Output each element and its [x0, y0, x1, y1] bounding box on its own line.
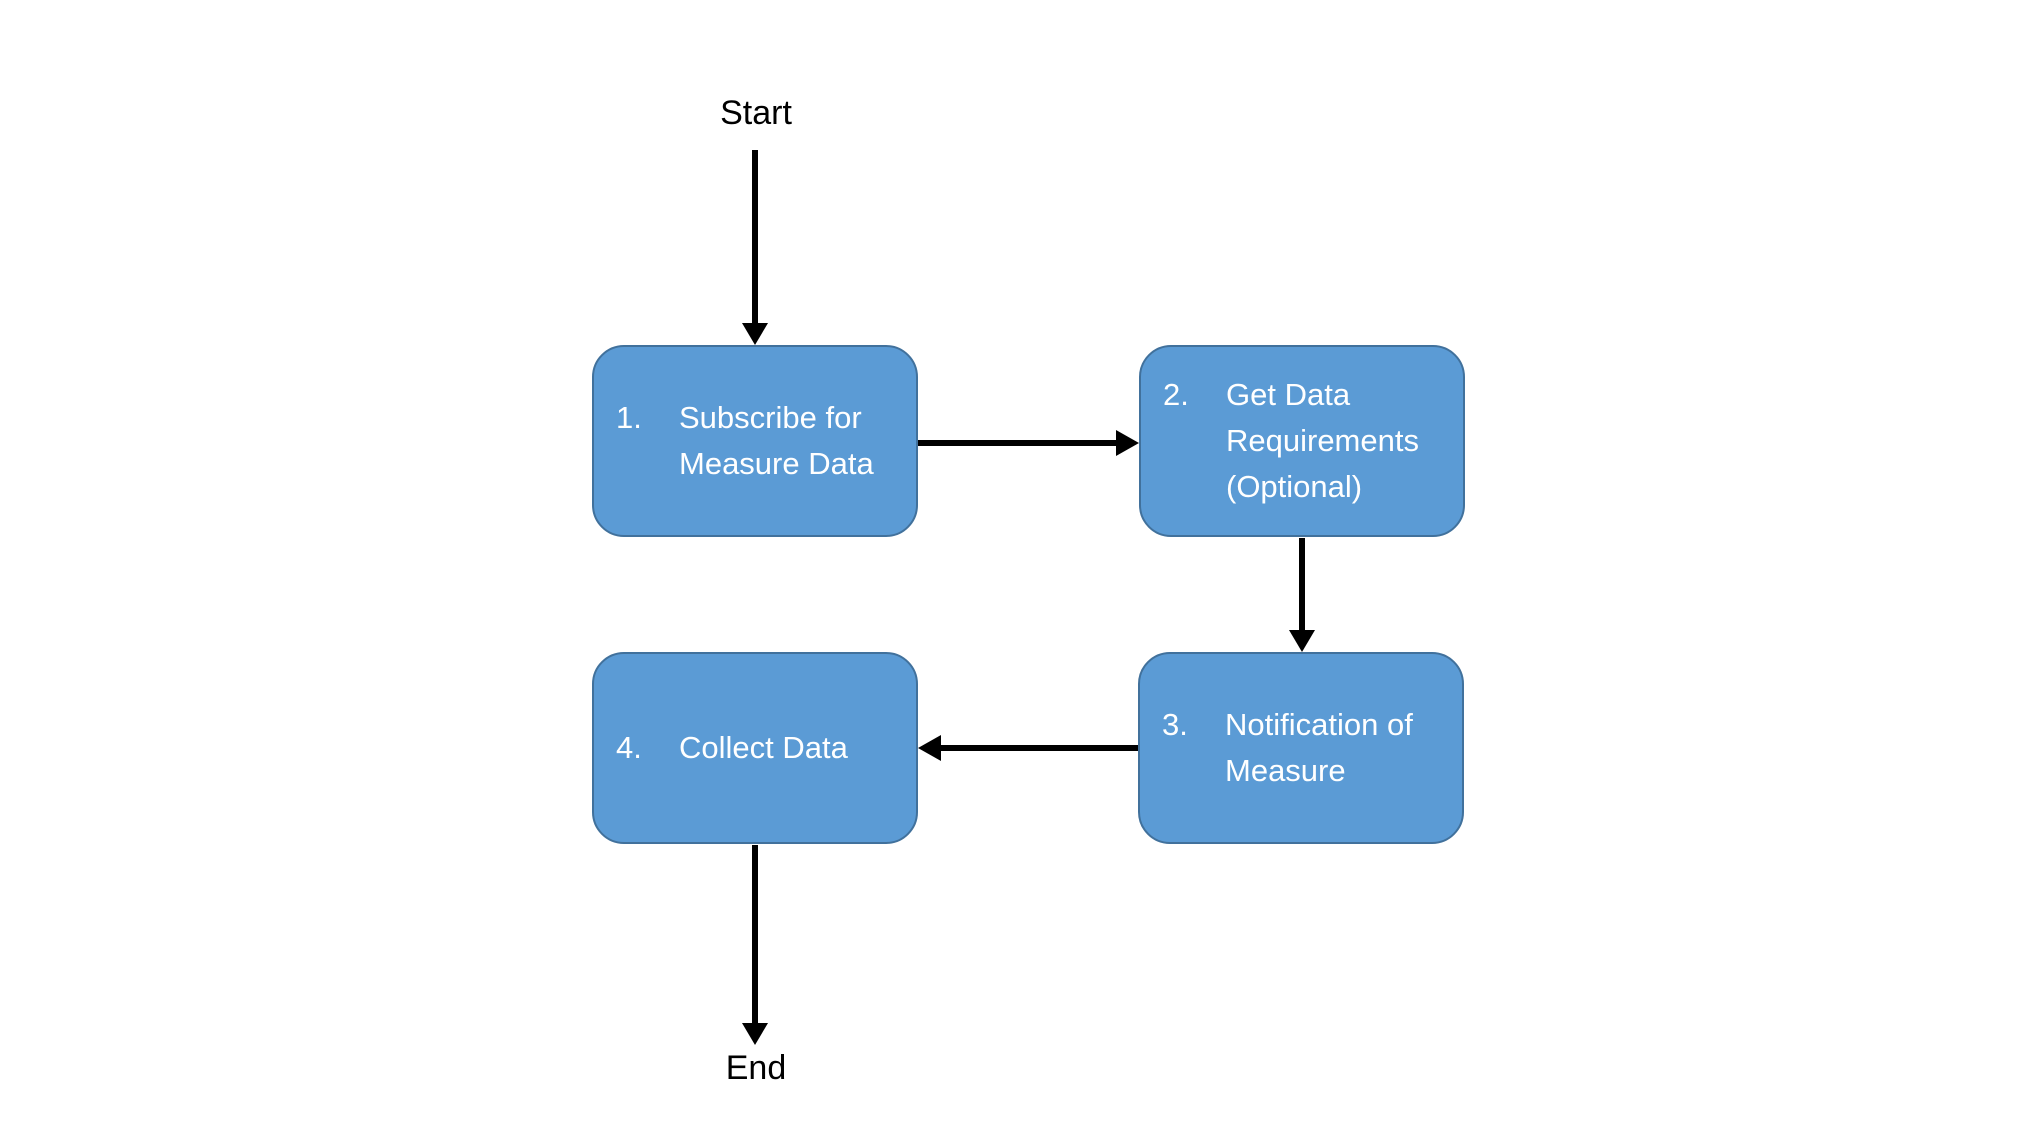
- node-number: 3.: [1162, 707, 1188, 742]
- arrow-start-to-node1: [742, 150, 768, 345]
- arrow-node3-to-node4: [918, 735, 1138, 761]
- node-content: 1. Subscribe for Measure Data: [594, 395, 916, 487]
- node-label: Subscribe for Measure Data: [679, 400, 874, 481]
- node-label: Collect Data: [679, 730, 848, 765]
- node-subscribe-for-measure-data: 1. Subscribe for Measure Data: [592, 345, 918, 537]
- node-number: 2.: [1163, 377, 1189, 412]
- end-label: End: [725, 1049, 787, 1087]
- node-label: Get Data Requirements (Optional): [1226, 377, 1419, 504]
- node-collect-data: 4. Collect Data: [592, 652, 918, 844]
- node-number: 1.: [616, 400, 642, 435]
- node-notification-of-measure: 3. Notification of Measure: [1138, 652, 1464, 844]
- node-content: 3. Notification of Measure: [1140, 702, 1462, 794]
- node-label: Notification of Measure: [1225, 707, 1413, 788]
- arrow-node4-to-end: [742, 845, 768, 1045]
- arrow-node1-to-node2: [918, 430, 1139, 456]
- node-content: 4. Collect Data: [594, 725, 916, 771]
- start-label: Start: [720, 94, 792, 132]
- arrow-node2-to-node3: [1289, 538, 1315, 652]
- node-content: 2. Get Data Requirements (Optional): [1141, 372, 1463, 510]
- node-number: 4.: [616, 730, 642, 765]
- node-get-data-requirements: 2. Get Data Requirements (Optional): [1139, 345, 1465, 537]
